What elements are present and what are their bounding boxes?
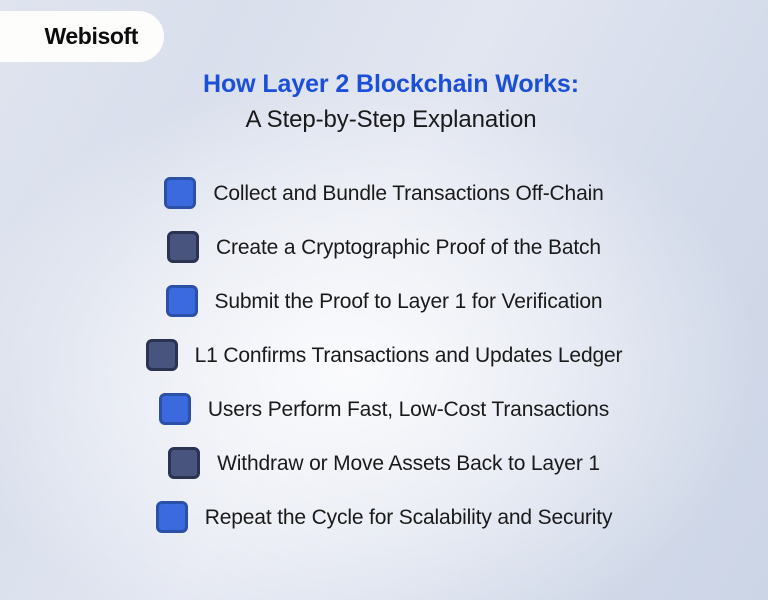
step-bullet-square-icon bbox=[145, 339, 178, 371]
step-bullet-square-icon bbox=[165, 285, 198, 317]
step-row: Repeat the Cycle for Scalability and Sec… bbox=[155, 490, 613, 544]
brand-logo-pill: Webisoft bbox=[0, 11, 164, 62]
step-label: Create a Cryptographic Proof of the Batc… bbox=[216, 235, 601, 259]
step-label: L1 Confirms Transactions and Updates Led… bbox=[194, 343, 623, 367]
step-row: L1 Confirms Transactions and Updates Led… bbox=[145, 328, 623, 382]
step-row: Collect and Bundle Transactions Off-Chai… bbox=[164, 166, 604, 220]
step-bullet-square-icon bbox=[155, 501, 188, 533]
step-row: Withdraw or Move Assets Back to Layer 1 bbox=[168, 436, 600, 490]
step-label: Withdraw or Move Assets Back to Layer 1 bbox=[217, 451, 600, 475]
step-bullet-square-icon bbox=[164, 177, 197, 209]
step-label: Repeat the Cycle for Scalability and Sec… bbox=[204, 505, 613, 529]
step-bullet-square-icon bbox=[167, 231, 200, 263]
page-title: How Layer 2 Blockchain Works: bbox=[203, 70, 579, 98]
step-bullet-square-icon bbox=[158, 393, 191, 425]
steps-list: Collect and Bundle Transactions Off-Chai… bbox=[0, 166, 768, 544]
step-label: Submit the Proof to Layer 1 for Verifica… bbox=[214, 289, 603, 313]
brand-logo-text: Webisoft bbox=[44, 23, 139, 49]
step-row: Users Perform Fast, Low-Cost Transaction… bbox=[158, 382, 610, 436]
page-subtitle: A Step-by-Step Explanation bbox=[245, 105, 537, 133]
step-label: Users Perform Fast, Low-Cost Transaction… bbox=[207, 397, 610, 421]
heading-block: How Layer 2 Blockchain Works: A Step-by-… bbox=[0, 70, 768, 134]
step-label: Collect and Bundle Transactions Off-Chai… bbox=[213, 181, 604, 205]
step-row: Submit the Proof to Layer 1 for Verifica… bbox=[165, 274, 603, 328]
step-bullet-square-icon bbox=[168, 447, 201, 479]
step-row: Create a Cryptographic Proof of the Batc… bbox=[167, 220, 601, 274]
